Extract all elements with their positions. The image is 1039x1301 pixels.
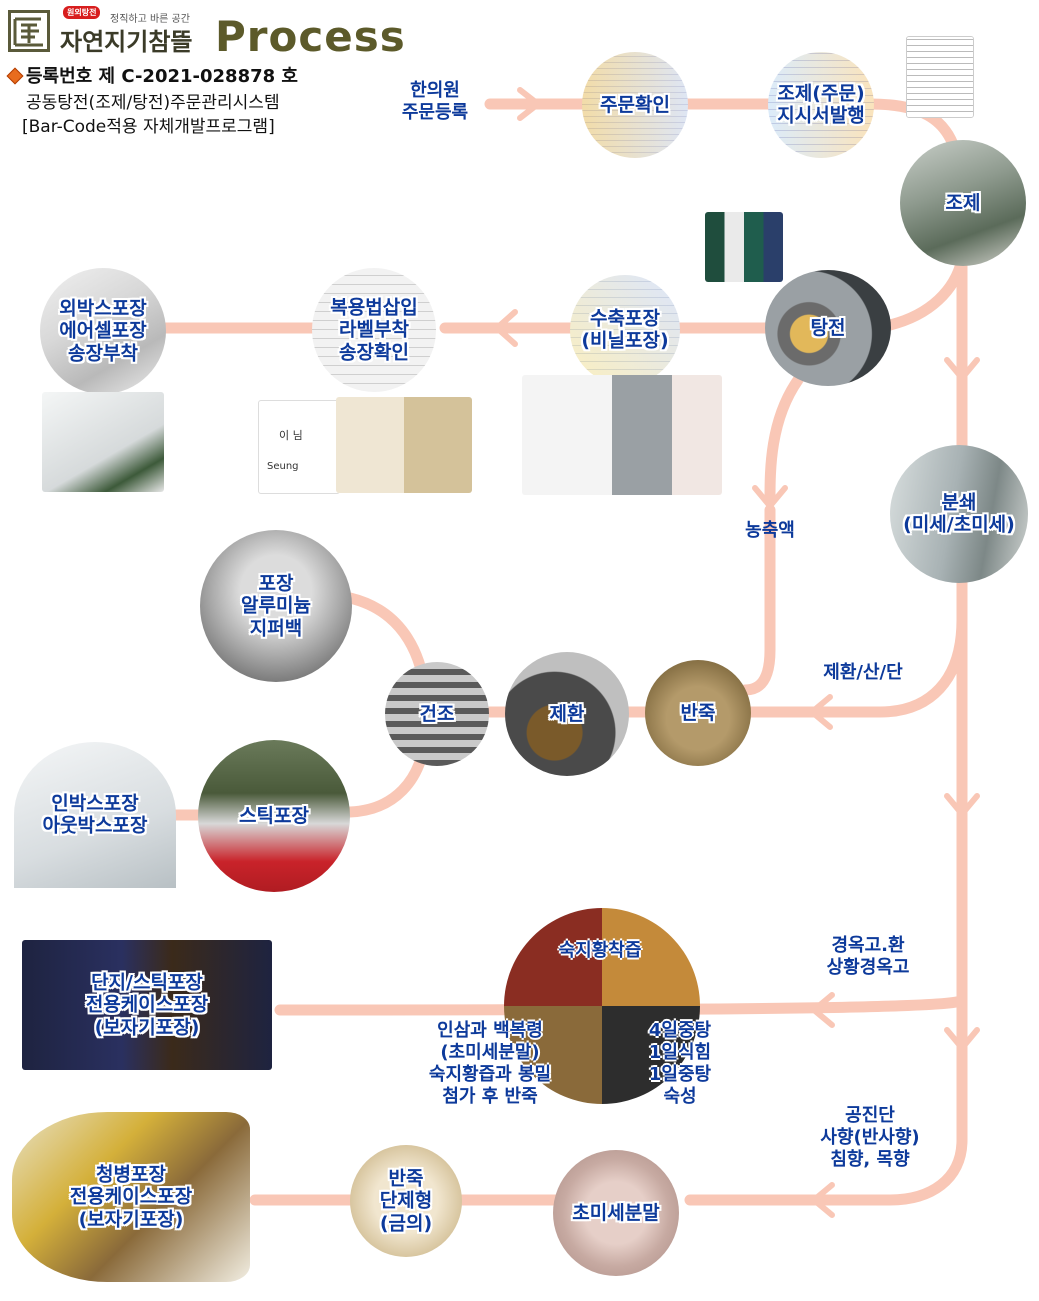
flow-line: [744, 574, 968, 718]
arrow-left-icon: [809, 694, 833, 730]
step-stick-pack: 스틱포장: [198, 740, 350, 892]
step-decoct: 탕전: [765, 270, 891, 386]
logo-icon: [8, 10, 50, 52]
step-pill-make: 제환: [505, 652, 629, 776]
flow-line: [764, 374, 804, 506]
pouch-product-image: [705, 212, 783, 282]
arrow-right-icon: [517, 87, 541, 121]
page-title: Process: [215, 12, 406, 61]
step-shrink-pack: 수축포장(비닐포장): [570, 275, 680, 385]
system-description-sub: [Bar-Code적용 자체개발프로그램]: [22, 117, 275, 137]
arrow-left-icon: [811, 1182, 835, 1218]
label-sample-image: 이 님 Seung: [258, 400, 340, 494]
arrow-left-icon: [494, 309, 518, 347]
slogan: 정직하고 바른 공간: [110, 14, 190, 25]
flow-line: [274, 994, 968, 1016]
label-pill-powder: 제환/산/단: [823, 662, 903, 683]
badge: 원외탕전: [63, 6, 101, 19]
outer-box-image: [42, 392, 164, 492]
registration-number: 등록번호 제 C-2021-028878 호: [26, 66, 298, 87]
label-rehmannia: 숙지황착즙: [558, 940, 642, 961]
step-prescription: 조제(주문)지시서발행: [768, 52, 874, 158]
step-powder: 분쇄(미세/초미세): [890, 445, 1028, 583]
brand-name: 자연지기참뜰: [60, 28, 193, 56]
label-concentrate: 농축액: [745, 520, 795, 541]
step-ultrafine: 초미세분말: [553, 1150, 679, 1276]
step-order-confirm: 주문확인: [582, 52, 688, 158]
arrow-down-icon: [752, 485, 788, 509]
box-package-image: [522, 375, 722, 495]
arrow-down-icon: [944, 357, 980, 381]
flow-line: [884, 254, 968, 331]
arrow-left-icon: [811, 992, 835, 1028]
system-description: 공동탕전(조제/탕전)주문관리시스템: [26, 93, 280, 113]
arrow-down-icon: [944, 793, 980, 817]
step-dispense: 조제: [900, 140, 1026, 266]
arrow-down-icon: [944, 1027, 980, 1051]
dosage-guide-image: [336, 397, 472, 493]
flow-line: [684, 1034, 968, 1206]
order-sheet-image: [906, 36, 974, 118]
step-kyungok-quad: [504, 908, 700, 1104]
step-dry: 건조: [385, 662, 489, 766]
step-knead: 반죽: [645, 660, 751, 766]
